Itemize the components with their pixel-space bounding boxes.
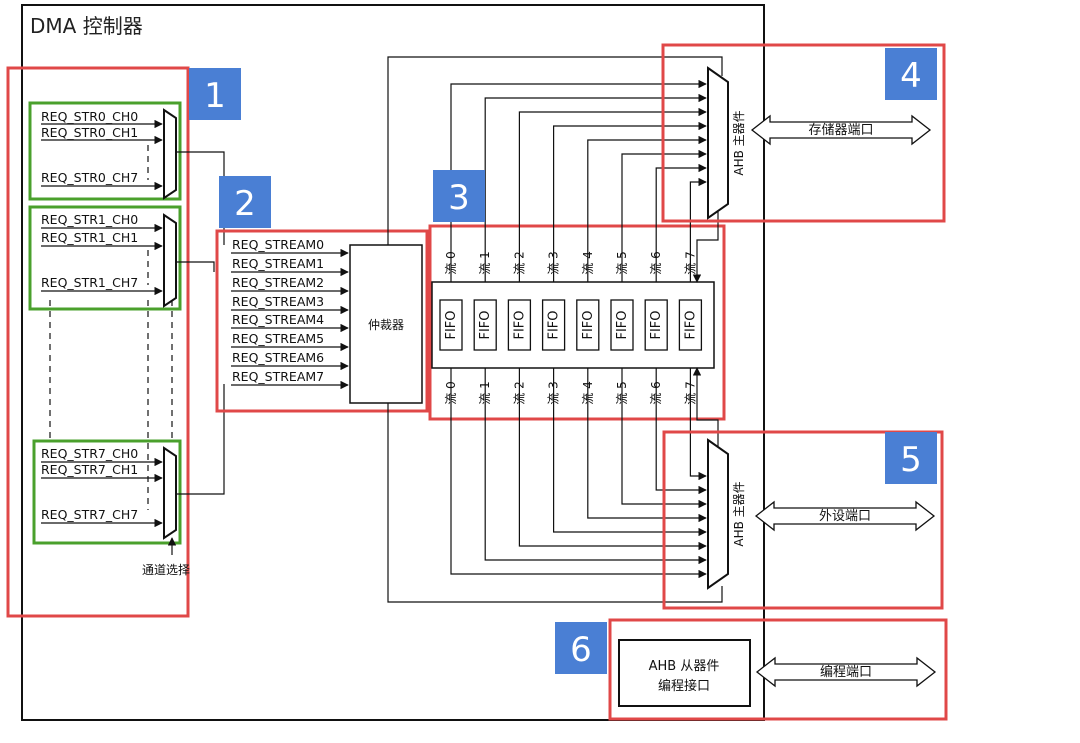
req-label: REQ_STR7_CH0 xyxy=(41,446,138,461)
badge-4 xyxy=(885,48,937,100)
stream-route-peripheral xyxy=(689,368,707,481)
stream-request-label: REQ_STREAM3 xyxy=(232,294,324,309)
programming-port-arrow xyxy=(755,656,937,688)
arbiter-label: 仲裁器 xyxy=(368,318,404,332)
stream-route-memory xyxy=(621,149,707,282)
stream-route-peripheral xyxy=(552,368,707,537)
badge-4-number: 4 xyxy=(900,56,922,96)
memory-return-line xyxy=(692,196,719,283)
stream-route-memory xyxy=(484,93,707,282)
arbiter-box xyxy=(349,244,423,404)
ahb-master-memory-label: AHB 主器件 xyxy=(732,110,746,175)
badge-1 xyxy=(189,68,241,120)
req-label: REQ_STR7_CH7 xyxy=(41,507,138,522)
stream-route-peripheral xyxy=(450,368,707,579)
req-label: REQ_STR0_CH1 xyxy=(41,125,138,140)
ahb-slave-box xyxy=(618,639,751,707)
badge-3-number: 3 xyxy=(448,178,470,218)
stream-route-memory xyxy=(689,177,707,282)
req-label: REQ_STR1_CH1 xyxy=(41,230,138,245)
peripheral-port-arrow xyxy=(754,500,936,532)
dma-controller-frame xyxy=(21,4,765,721)
stream-route-memory xyxy=(655,163,707,282)
ahb-master-peripheral-mux xyxy=(707,438,729,590)
fifo-box xyxy=(439,299,463,351)
region-5-box xyxy=(662,430,944,610)
req-label: REQ_STR0_CH0 xyxy=(41,109,138,124)
region-2-box xyxy=(215,229,429,413)
peripheral-return-line xyxy=(692,367,719,462)
stream-request-label: REQ_STREAM5 xyxy=(232,331,324,346)
arbiter-control-lines xyxy=(387,56,723,603)
fifo-box xyxy=(473,299,497,351)
fifo-box xyxy=(644,299,668,351)
region-6-box xyxy=(608,618,948,721)
stream-route-peripheral xyxy=(518,368,707,551)
fifo-label: FIFO xyxy=(615,310,630,339)
stream-route-peripheral xyxy=(484,368,707,565)
stream-request-label: REQ_STREAM4 xyxy=(232,312,324,327)
fifo-label: FIFO xyxy=(547,310,562,339)
stream-request-label: REQ_STREAM1 xyxy=(232,256,324,271)
channel-group-1-box xyxy=(28,205,182,311)
badge-5 xyxy=(885,432,937,484)
region-4-box xyxy=(661,43,946,223)
ahb-slave-label-2: 编程接口 xyxy=(658,678,710,694)
fifo-box xyxy=(541,299,566,351)
badge-6-number: 6 xyxy=(570,630,592,670)
stream-request-label: REQ_STREAM2 xyxy=(232,275,324,290)
channel-group-0-box xyxy=(28,101,182,201)
peripheral-port-label: 外设端口 xyxy=(819,509,871,524)
memory-port-label: 存储器端口 xyxy=(808,123,873,138)
ahb-slave-label-1: AHB 从器件 xyxy=(649,659,720,674)
stream-request-label: REQ_STREAM7 xyxy=(232,369,324,384)
stream-route-peripheral xyxy=(655,368,707,495)
channel-select-label: 通道选择 xyxy=(142,563,190,577)
req-label: REQ_STR0_CH7 xyxy=(41,170,138,185)
stream-route-peripheral xyxy=(587,368,707,523)
ahb-master-peripheral-label: AHB 主器件 xyxy=(732,481,746,546)
ahb-master-memory-mux xyxy=(707,66,729,220)
badge-1-number: 1 xyxy=(204,76,226,116)
stream-request-label: REQ_STREAM6 xyxy=(232,350,324,365)
badge-6 xyxy=(555,622,607,674)
dma-title: DMA 控制器 xyxy=(30,14,143,38)
fifo-box xyxy=(576,299,600,351)
badge-2-number: 2 xyxy=(234,184,256,224)
fifo-box xyxy=(507,299,532,351)
stream-route-memory xyxy=(587,135,707,282)
badge-5-number: 5 xyxy=(900,440,922,480)
stream-route-peripheral xyxy=(621,368,707,509)
memory-port-arrow xyxy=(750,114,932,146)
fifo-label: FIFO xyxy=(683,310,698,339)
req-label: REQ_STR7_CH1 xyxy=(41,462,138,477)
req-label: REQ_STR1_CH7 xyxy=(41,275,138,290)
fifo-box xyxy=(678,299,703,351)
badge-2 xyxy=(219,176,271,228)
stream-request-label: REQ_STREAM0 xyxy=(232,237,324,252)
req-label: REQ_STR1_CH0 xyxy=(41,212,138,227)
channel-group-7-box xyxy=(32,439,182,545)
stream-request-lines xyxy=(231,248,349,390)
fifo-label: FIFO xyxy=(478,310,493,339)
fifo-label: FIFO xyxy=(581,310,596,339)
channel-dashed-lines xyxy=(49,145,173,510)
fifo-label: FIFO xyxy=(512,310,527,339)
stream-route-memory xyxy=(552,121,707,282)
badge-3 xyxy=(433,170,485,222)
region-3-box xyxy=(428,224,726,421)
region-1-box xyxy=(6,66,190,618)
stream-route-memory xyxy=(518,107,707,282)
programming-port-label: 编程端口 xyxy=(820,665,872,680)
fifo-label: FIFO xyxy=(444,310,459,339)
fifo-label: FIFO xyxy=(649,310,664,339)
fifo-box xyxy=(610,299,634,351)
channel-mux-lines xyxy=(41,108,177,540)
